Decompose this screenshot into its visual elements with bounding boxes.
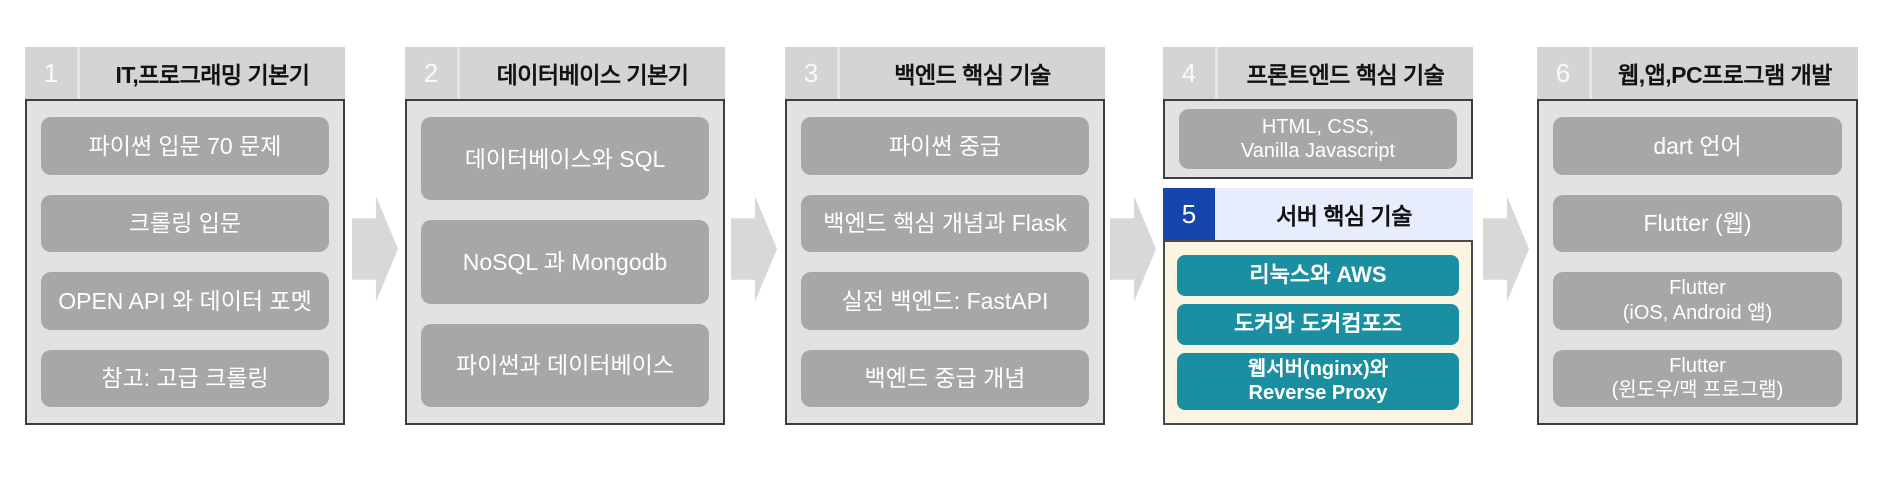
header-divider: [77, 47, 80, 99]
stage-column: 4 프론트엔드 핵심 기술 HTML, CSS,Vanilla Javascript…: [1163, 47, 1473, 425]
stage-number: 1: [43, 57, 59, 88]
stage-title: 웹,앱,PC프로그램 개발: [1618, 62, 1832, 88]
course-item-label: Reverse Proxy: [1248, 382, 1388, 405]
header-divider: [1589, 47, 1592, 99]
stage-header: 3 백엔드 핵심 기술: [785, 47, 1105, 99]
stage-title: 백엔드 핵심 기술: [894, 62, 1051, 88]
stage-header: 6 웹,앱,PC프로그램 개발: [1537, 47, 1858, 99]
course-item-label: Flutter (웹): [1643, 210, 1752, 237]
course-item: 백엔드 핵심 개념과 Flask: [801, 194, 1089, 252]
course-item: OPEN API 와 데이터 포멧: [41, 272, 329, 330]
course-item-label: 파이썬 중급: [888, 132, 1002, 159]
course-item-label: 백엔드 중급 개념: [864, 365, 1026, 392]
course-item: 파이썬 입문 70 문제: [41, 117, 329, 175]
course-item-label: 웹서버(nginx)와: [1247, 357, 1389, 380]
stage-number: 6: [1555, 57, 1571, 88]
flow-arrow-icon: [1110, 196, 1156, 302]
header-divider: [837, 47, 840, 99]
stage-number: 2: [423, 57, 439, 88]
stage-header: 1 IT,프로그래밍 기본기: [25, 47, 345, 99]
course-item: 백엔드 중급 개념: [801, 349, 1089, 407]
course-item-label: (iOS, Android 앱): [1622, 301, 1773, 324]
course-item: HTML, CSS,Vanilla Javascript: [1179, 109, 1457, 169]
stage-body: 데이터베이스와 SQL NoSQL 과 Mongodb 파이썬과 데이터베이스: [405, 99, 725, 425]
course-item: Flutter(윈도우/맥 프로그램): [1553, 349, 1842, 407]
course-item-label: 파이썬과 데이터베이스: [456, 352, 674, 379]
flow-arrow-icon: [352, 196, 398, 302]
header-divider: [1215, 47, 1218, 99]
course-item-label: Vanilla Javascript: [1240, 140, 1396, 162]
course-item-label: 실전 백엔드: FastAPI: [841, 287, 1049, 314]
stage-header: 2 데이터베이스 기본기: [405, 47, 725, 99]
course-item: 데이터베이스와 SQL: [421, 117, 709, 201]
course-item-label: 참고: 고급 크롤링: [101, 365, 269, 392]
stage-header: 4 프론트엔드 핵심 기술: [1163, 47, 1473, 99]
course-item: 파이썬 중급: [801, 117, 1089, 175]
course-item-label: 백엔드 핵심 개념과 Flask: [823, 210, 1067, 237]
course-item: Flutter(iOS, Android 앱): [1553, 272, 1842, 330]
course-item: 리눅스와 AWS: [1177, 255, 1459, 296]
flow-arrow-icon: [731, 196, 777, 302]
flow-arrow-icon: [1483, 196, 1529, 302]
stage-title: 프론트엔드 핵심 기술: [1246, 62, 1445, 88]
course-item-label: 파이썬 입문 70 문제: [88, 132, 282, 159]
stage-section-4: 4 프론트엔드 핵심 기술 HTML, CSS,Vanilla Javascript: [1163, 47, 1473, 179]
course-item-label: 리눅스와 AWS: [1249, 262, 1387, 288]
course-item: NoSQL 과 Mongodb: [421, 220, 709, 304]
course-item-label: OPEN API 와 데이터 포멧: [58, 287, 312, 314]
header-divider: [457, 47, 460, 99]
stage-title: 데이터베이스 기본기: [496, 62, 689, 88]
course-item-label: Flutter: [1669, 354, 1726, 377]
stage-header: 5 서버 핵심 기술: [1163, 188, 1473, 240]
course-item: 파이썬과 데이터베이스: [421, 323, 709, 407]
course-item: 도커와 도커컴포즈: [1177, 303, 1459, 345]
course-item: 참고: 고급 크롤링: [41, 349, 329, 407]
course-item-label: 도커와 도커컴포즈: [1233, 310, 1403, 336]
course-item-label: NoSQL 과 Mongodb: [462, 248, 668, 275]
course-item: 실전 백엔드: FastAPI: [801, 272, 1089, 330]
course-item: 크롤링 입문: [41, 194, 329, 252]
course-item-label: dart 언어: [1653, 132, 1742, 159]
course-item: dart 언어: [1553, 117, 1842, 175]
course-item-label: HTML, CSS,: [1261, 115, 1375, 138]
course-item-label: 데이터베이스와 SQL: [464, 145, 666, 172]
stage-number: 4: [1181, 57, 1197, 88]
course-item: Flutter (웹): [1553, 194, 1842, 252]
course-item-label: 크롤링 입문: [128, 210, 242, 237]
stage-title: 서버 핵심 기술: [1276, 203, 1412, 229]
stage-title: IT,프로그래밍 기본기: [115, 62, 310, 88]
course-item-label: Flutter: [1669, 277, 1726, 300]
stage-number: 3: [803, 57, 819, 88]
stage-body: HTML, CSS,Vanilla Javascript: [1163, 99, 1473, 179]
course-item-label: (윈도우/맥 프로그램): [1611, 379, 1784, 402]
stage-number: 5: [1163, 188, 1215, 240]
